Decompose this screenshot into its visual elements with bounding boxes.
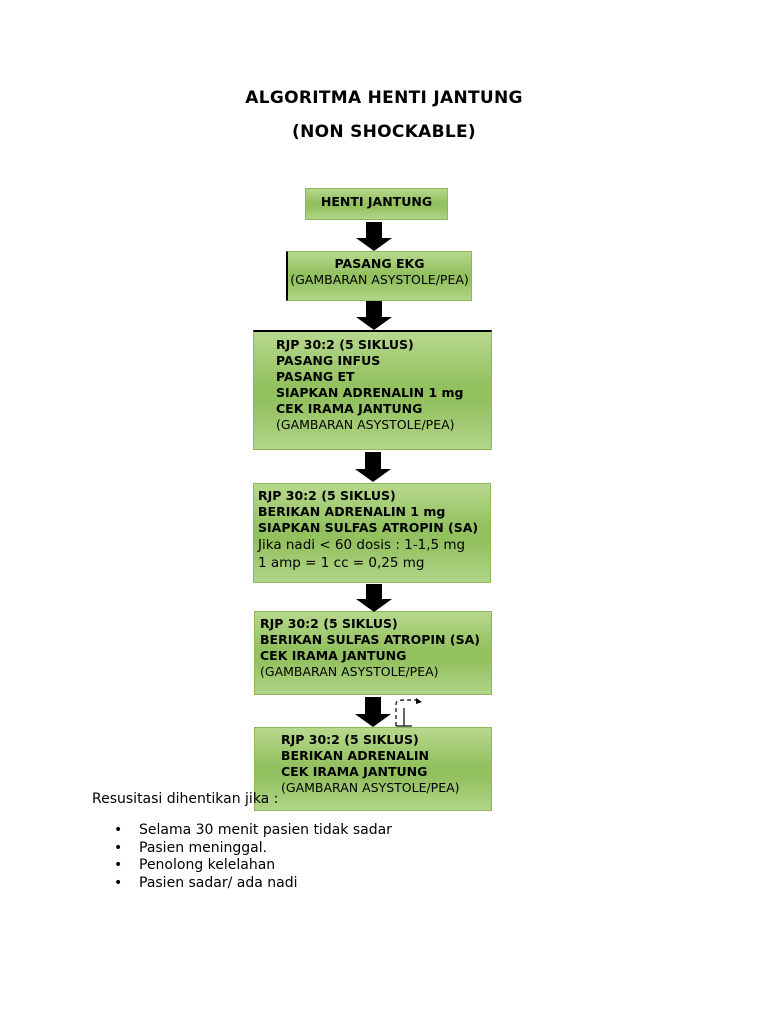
step-line: (GAMBARAN ASYSTOLE/PEA) [290,272,469,287]
step-box-henti-jantung: HENTI JANTUNG [305,188,448,220]
step-line: (GAMBARAN ASYSTOLE/PEA) [276,417,455,432]
step-line: BERIKAN ADRENALIN 1 mg [258,504,446,519]
flow-arrow-down-icon [355,452,391,482]
step-box-pasang-ekg: PASANG EKG (GAMBARAN ASYSTOLE/PEA) [286,251,472,301]
page-title: ALGORITMA HENTI JANTUNG [245,88,523,108]
step-box-rjp-4: RJP 30:2 (5 SIKLUS) BERIKAN ADRENALIN CE… [254,727,492,811]
step-line: RJP 30:2 (5 SIKLUS) [260,616,398,631]
step-line: PASANG ET [276,369,355,384]
step-line: CEK IRAMA JANTUNG [260,648,407,663]
step-line: PASANG EKG [334,256,425,271]
list-item: Pasien sadar/ ada nadi [114,875,392,893]
step-line: (GAMBARAN ASYSTOLE/PEA) [260,664,439,679]
dashed-bracket-icon [395,698,422,727]
step-box-rjp-1: RJP 30:2 (5 SIKLUS) PASANG INFUS PASANG … [253,330,492,450]
step-line: Jika nadi < 60 dosis : 1-1,5 mg [258,537,466,553]
step-line: 1 amp = 1 cc = 0,25 mg [258,555,425,571]
step-line: CEK IRAMA JANTUNG [281,764,428,779]
flow-arrow-down-icon [356,301,392,330]
step-line: PASANG INFUS [276,353,381,368]
list-item: Selama 30 menit pasien tidak sadar [114,822,392,840]
page-subtitle: (NON SHOCKABLE) [292,122,476,142]
step-line: (GAMBARAN ASYSTOLE/PEA) [281,780,460,795]
step-line: RJP 30:2 (5 SIKLUS) [258,488,396,503]
step-box-rjp-2: RJP 30:2 (5 SIKLUS) BERIKAN ADRENALIN 1 … [253,483,491,583]
list-item: Penolong kelelahan [114,857,392,875]
stop-note: Resusitasi dihentikan jika : [92,791,279,807]
step-line: RJP 30:2 (5 SIKLUS) [276,337,414,352]
stop-criteria-list: Selama 30 menit pasien tidak sadar Pasie… [114,822,392,892]
flow-arrow-down-icon [355,697,391,727]
flow-arrow-down-icon [356,222,392,251]
step-line: BERIKAN ADRENALIN [281,748,429,763]
list-item: Pasien meninggal. [114,840,392,858]
step-line: SIAPKAN SULFAS ATROPIN (SA) [258,520,479,535]
step-line: BERIKAN SULFAS ATROPIN (SA) [260,632,480,647]
step-line: HENTI JANTUNG [320,194,433,209]
step-line: RJP 30:2 (5 SIKLUS) [281,732,419,747]
step-line: SIAPKAN ADRENALIN 1 mg [276,385,464,400]
step-line: CEK IRAMA JANTUNG [276,401,423,416]
step-box-rjp-3: RJP 30:2 (5 SIKLUS) BERIKAN SULFAS ATROP… [254,611,492,695]
flow-arrow-down-icon [356,584,392,612]
